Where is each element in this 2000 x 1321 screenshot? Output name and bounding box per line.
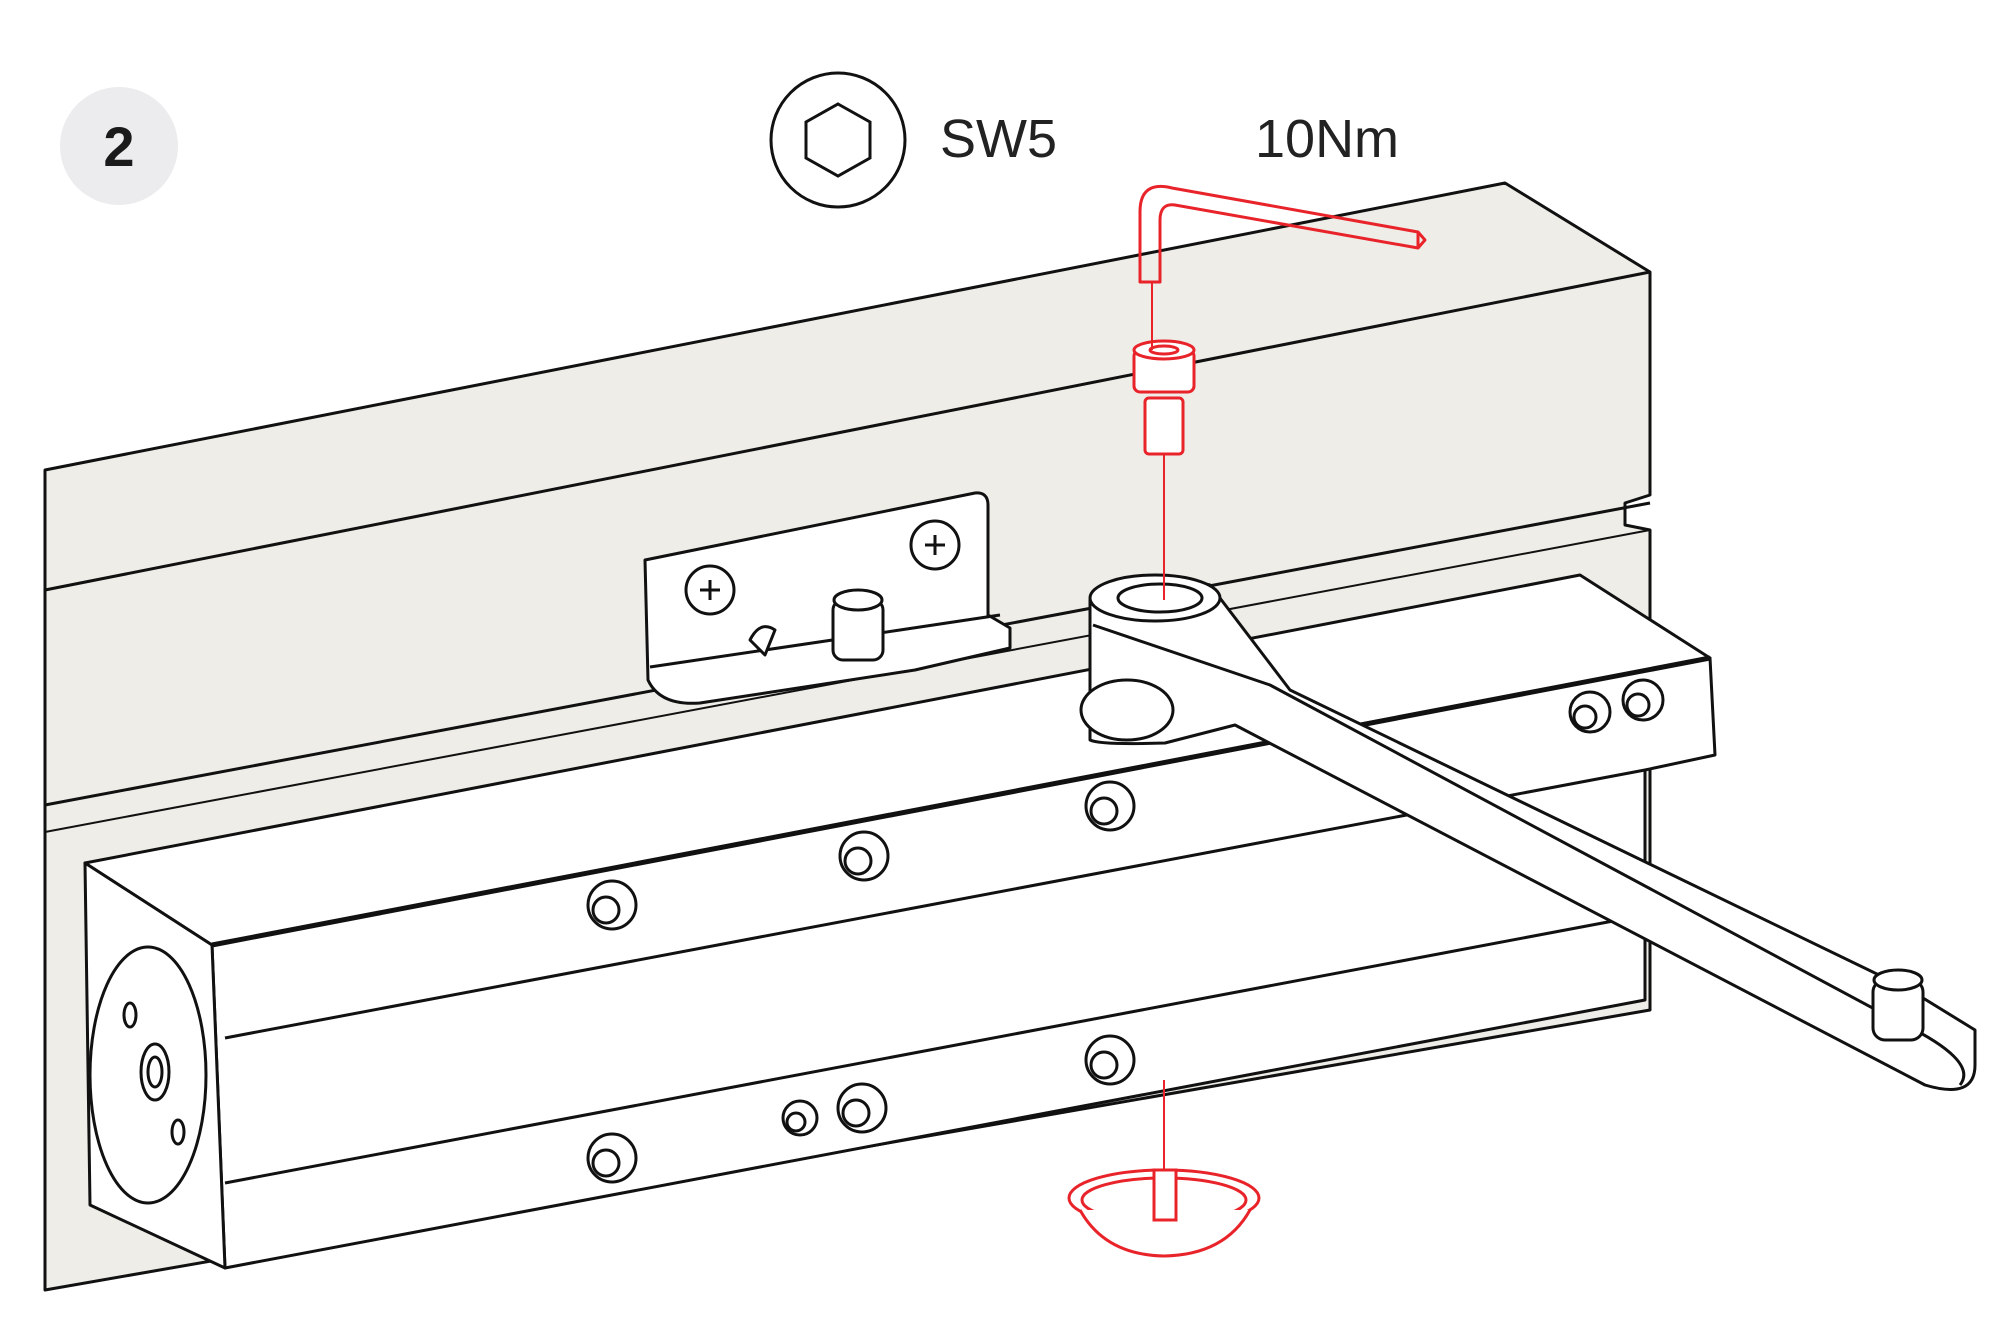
hex-key-tool [1138, 185, 1427, 284]
assembly-guide-lines [1151, 282, 1165, 1175]
adjustment-screws [586, 678, 1665, 1184]
door-closer-arm [1079, 573, 1977, 1091]
step-number: 2 [103, 114, 135, 178]
cover-cap [1067, 1168, 1261, 1258]
step-number-badge: 2 [60, 87, 178, 205]
torque-label: 10Nm [1255, 109, 1400, 169]
door-closer-body [83, 573, 1717, 1270]
hex-socket-icon [769, 71, 907, 209]
socket-screw [1132, 339, 1196, 456]
tool-size-label: SW5 [940, 109, 1058, 169]
mounting-bracket [643, 491, 1012, 705]
